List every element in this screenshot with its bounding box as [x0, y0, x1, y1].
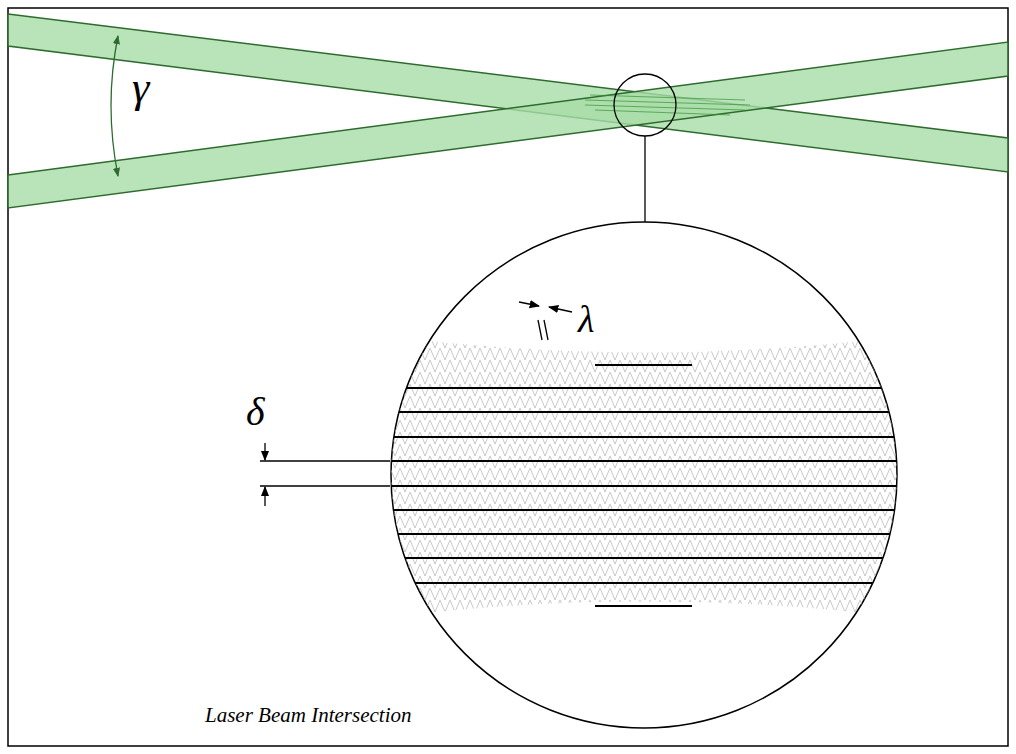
lambda-dimension: [519, 302, 572, 340]
symbol-label: λ: [578, 300, 594, 338]
interference-pattern: [380, 335, 910, 618]
zoom-circle: [614, 74, 676, 136]
laser-beams: [8, 14, 1008, 208]
caption: Laser Beam Intersection: [205, 705, 411, 726]
leader-line: [644, 136, 645, 222]
symbol-label: δ: [246, 392, 265, 432]
delta-dimension: [260, 443, 390, 506]
angle-arrow: [111, 36, 118, 176]
symbol-label: γ: [132, 66, 149, 110]
frame: [8, 8, 1008, 746]
